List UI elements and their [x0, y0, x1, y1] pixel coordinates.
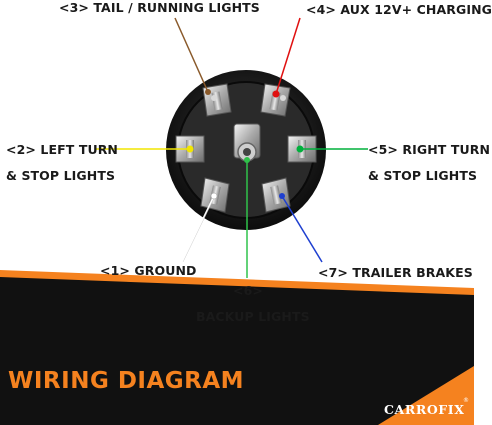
label-pin3: <3> TAIL / RUNNING LIGHTS — [59, 0, 260, 15]
pin4-dot — [272, 90, 280, 98]
leader-line-pin3 — [174, 17, 209, 93]
banner-title: WIRING DIAGRAM — [8, 368, 245, 394]
registered-mark: ® — [463, 397, 469, 404]
terminal-pin7 — [261, 177, 291, 213]
connector-artwork — [0, 17, 474, 425]
leader-line-pin1 — [181, 195, 215, 263]
banner-black-panel — [0, 277, 474, 425]
label-pin4: <4> AUX 12V+ CHARGING — [306, 2, 492, 17]
label-pin6-line2: BACKUP LIGHTS — [196, 309, 310, 324]
label-pin7: <7> TRAILER BRAKES — [318, 265, 473, 280]
screw-icon — [280, 95, 286, 101]
label-pin5-line1: <5> RIGHT TURN — [368, 142, 491, 157]
label-pin1: <1> GROUND — [100, 263, 197, 278]
pin1-dot — [210, 192, 218, 200]
pin5-dot — [296, 145, 304, 153]
bottom-banner — [0, 270, 474, 425]
terminal-pin4 — [260, 83, 291, 117]
banner-orange-corner — [378, 366, 474, 425]
label-pin6-line1: <6> — [233, 283, 263, 298]
pin7-dot — [279, 193, 285, 199]
leader-lines — [96, 17, 368, 278]
label-pin2-line1: <2> LEFT TURN — [6, 142, 118, 157]
label-pin2-line2: & STOP LIGHTS — [6, 168, 116, 183]
pin-color-dots — [186, 89, 304, 200]
pin2-dot — [186, 145, 194, 153]
screw-icon — [211, 95, 217, 101]
label-pin5-line2: & STOP LIGHTS — [368, 168, 478, 183]
pin3-dot — [205, 89, 211, 95]
brand-logo-text: CARROFIX — [384, 402, 465, 417]
terminal-pin6-center — [233, 123, 261, 162]
leader-line-pin7 — [281, 195, 323, 263]
pin6-dot — [244, 157, 250, 163]
leader-line-pin1-outline — [182, 195, 216, 263]
leader-line-pin4 — [275, 17, 301, 95]
